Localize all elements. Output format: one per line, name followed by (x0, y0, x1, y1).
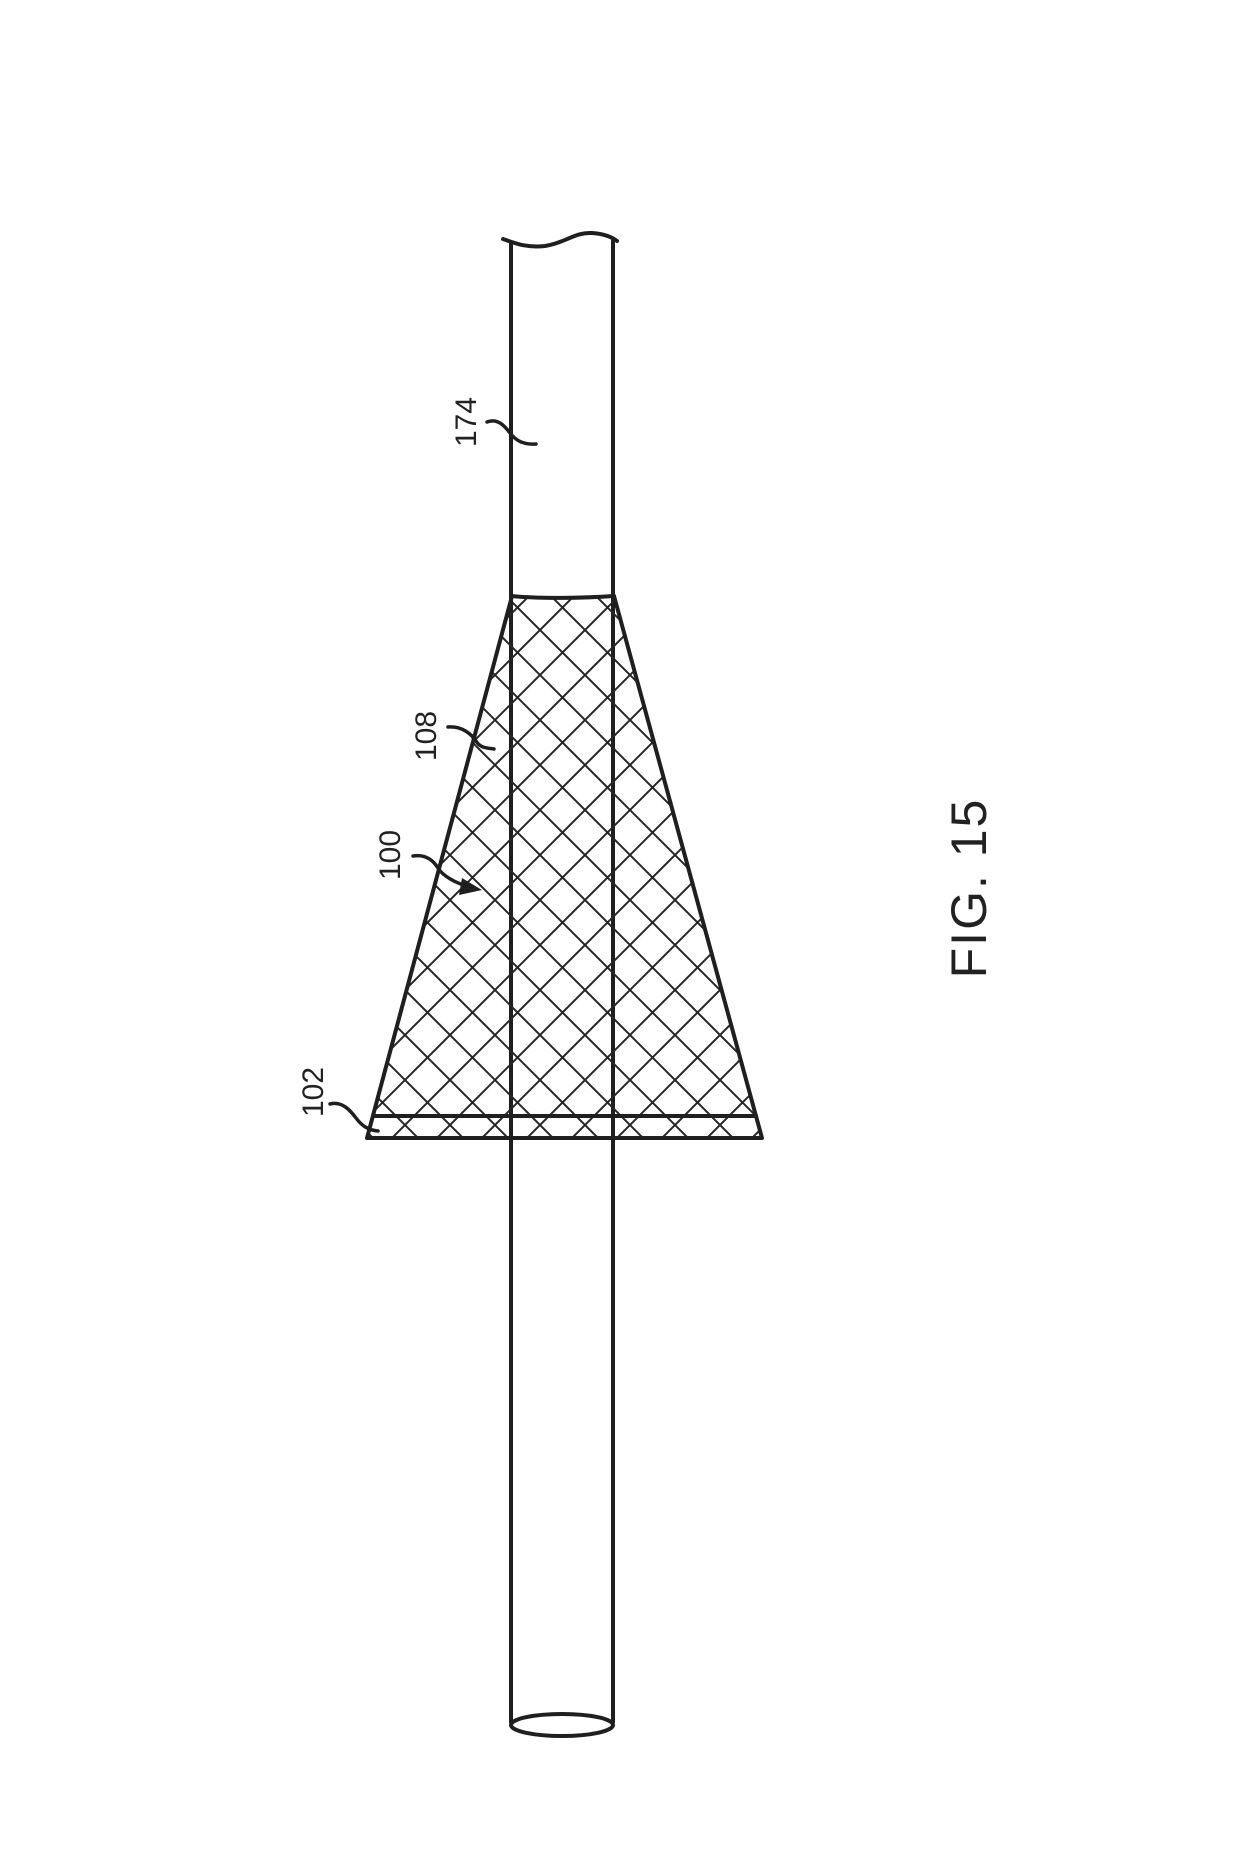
figure-caption: FIG. 15 (941, 798, 997, 979)
tube-broken-end (501, 230, 619, 249)
leader-174 (485, 419, 538, 446)
label-100: 100 (374, 830, 482, 895)
mesh-device-100 (365, 594, 764, 1140)
leader-102 (328, 1101, 380, 1133)
label-102-text: 102 (297, 1067, 330, 1117)
label-102: 102 (297, 1067, 380, 1133)
cone-top-edge (510, 594, 616, 600)
mesh-crosshatch (367, 596, 762, 1138)
label-100-text: 100 (374, 830, 407, 880)
label-174-text: 174 (450, 397, 483, 447)
tube-open-end (509, 1712, 615, 1738)
arrowhead-icon (459, 878, 482, 895)
leader-100 (411, 853, 472, 889)
label-108-text: 108 (410, 711, 443, 761)
tube-174 (501, 230, 619, 1738)
label-108: 108 (410, 711, 496, 761)
leader-108 (446, 725, 496, 751)
cone-outline (365, 594, 764, 1140)
label-174: 174 (450, 397, 538, 447)
